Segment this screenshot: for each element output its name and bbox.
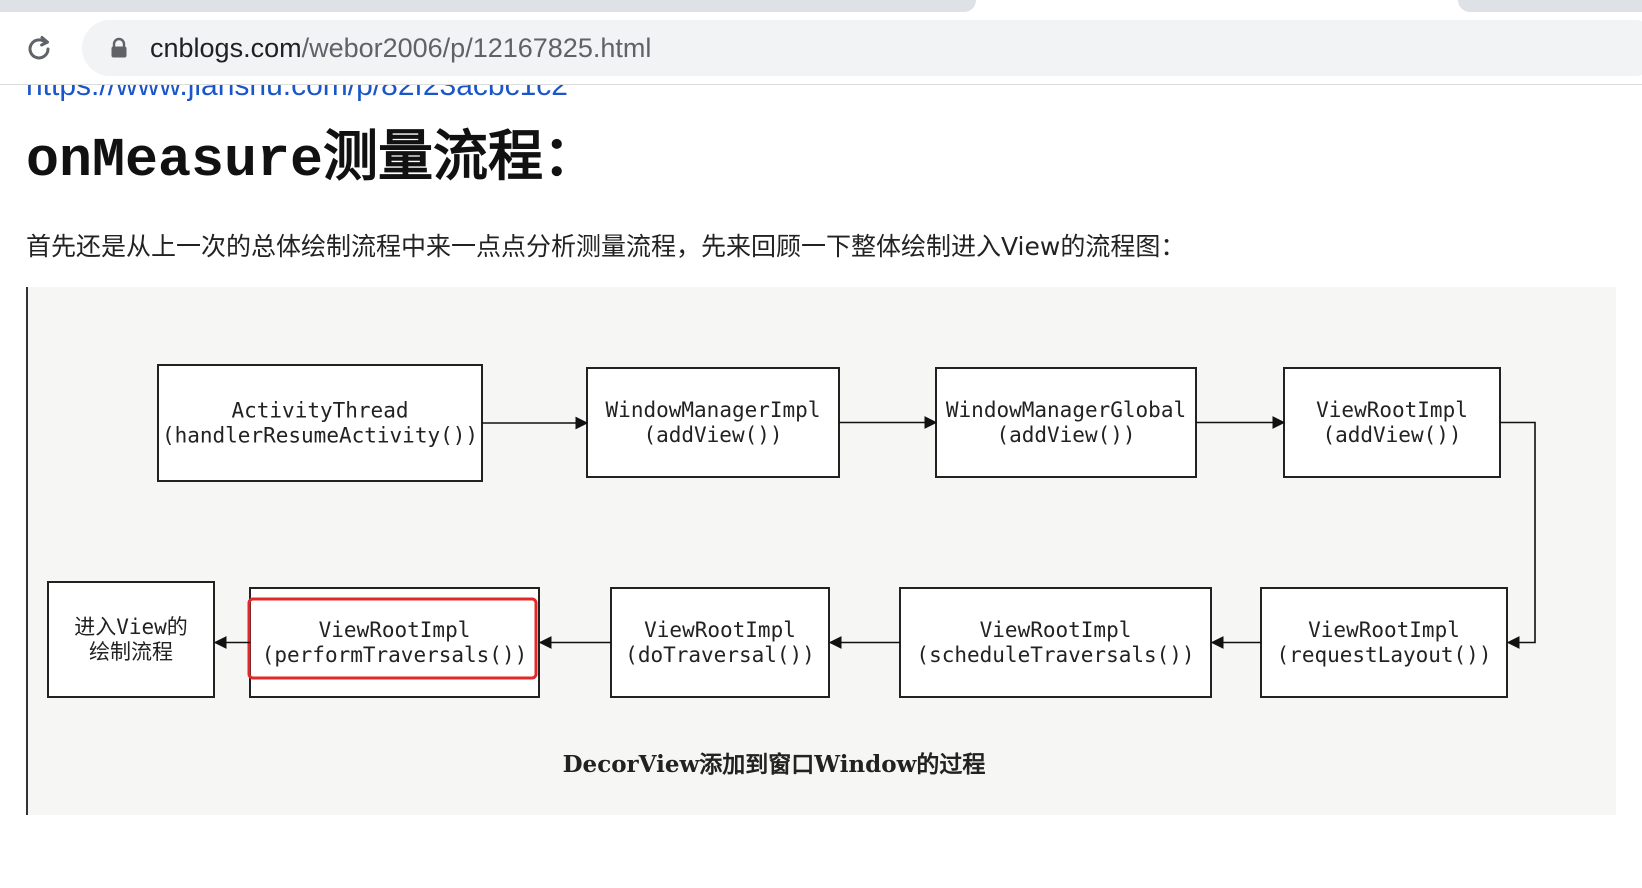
page-content: https://www.jianshu.com/p/82f23acbc1c2 o… (0, 85, 1642, 888)
node-label: (doTraversal()) (625, 643, 815, 667)
node-box (610, 587, 830, 698)
node-label: ViewRootImpl (1308, 618, 1460, 642)
url-text[interactable]: cnblogs.com/webor2006/p/12167825.html (150, 33, 651, 63)
flow-diagram-image: ActivityThread(handlerResumeActivity()) W… (26, 287, 1616, 815)
node-viewrootimpl-dotraversal: ViewRootImpl(doTraversal()) (610, 587, 830, 698)
node-box (1283, 367, 1501, 478)
highlight-outline (247, 597, 538, 680)
url-path: /webor2006/p/12167825.html (301, 33, 652, 63)
node-label: 绘制流程 (89, 640, 173, 664)
edge-arrow (1500, 421, 1536, 649)
node-label: (addView()) (1322, 423, 1461, 447)
node-label: (handlerResumeActivity()) (162, 424, 478, 448)
tab-strip (0, 0, 1642, 12)
node-box (899, 587, 1212, 698)
node-label: WindowManagerGlobal (946, 398, 1186, 422)
flow-diagram: ActivityThread(handlerResumeActivity()) W… (47, 364, 1536, 778)
node-label: (addView()) (996, 423, 1135, 447)
lock-icon[interactable] (108, 37, 130, 59)
diagram-caption: DecorView添加到窗口Window的过程 (563, 751, 986, 778)
node-activity-thread: ActivityThread(handlerResumeActivity()) (157, 364, 483, 482)
node-label: (addView()) (643, 423, 782, 447)
node-label: (requestLayout()) (1277, 643, 1492, 667)
page-title: onMeasure测量流程： (26, 129, 599, 192)
node-label: 进入View的 (74, 615, 188, 639)
inactive-tab-right[interactable] (1458, 0, 1642, 12)
node-box (157, 364, 483, 482)
node-box (47, 581, 215, 698)
node-label: ViewRootImpl (1316, 398, 1468, 422)
node-viewrootimpl-addview: ViewRootImpl(addView()) (1283, 367, 1501, 478)
intro-paragraph: 首先还是从上一次的总体绘制流程中来一点点分析测量流程，先来回顾一下整体绘制进入V… (26, 232, 1186, 261)
node-window-manager-impl: WindowManagerImpl(addView()) (586, 367, 840, 478)
inactive-tab-left[interactable] (0, 0, 976, 12)
url-domain: cnblogs.com (150, 33, 302, 63)
node-viewrootimpl-requestlayout: ViewRootImpl(requestLayout()) (1260, 587, 1508, 698)
node-viewrootimpl-scheduletraversals: ViewRootImpl(scheduleTraversals()) (899, 587, 1212, 698)
node-label: ViewRootImpl (644, 618, 796, 642)
node-label: ViewRootImpl (980, 618, 1132, 642)
previous-article-link[interactable]: https://www.jianshu.com/p/82f23acbc1c2 (26, 85, 568, 102)
reload-icon (28, 36, 50, 60)
reload-button[interactable] (22, 32, 56, 66)
node-label: ViewRootImpl (319, 618, 471, 642)
node-label: (scheduleTraversals()) (916, 643, 1194, 667)
node-window-manager-global: WindowManagerGlobal(addView()) (935, 367, 1197, 478)
node-box (1260, 587, 1508, 698)
node-box (935, 367, 1197, 478)
browser-toolbar: cnblogs.com/webor2006/p/12167825.html (0, 12, 1642, 85)
node-label: (performTraversals()) (262, 643, 528, 667)
node-label: ActivityThread (231, 399, 408, 423)
node-box (586, 367, 840, 478)
node-viewrootimpl-performtraversals: ViewRootImpl(performTraversals()) (247, 587, 540, 698)
node-label: WindowManagerImpl (606, 398, 821, 422)
address-bar[interactable]: cnblogs.com/webor2006/p/12167825.html (82, 20, 1642, 76)
